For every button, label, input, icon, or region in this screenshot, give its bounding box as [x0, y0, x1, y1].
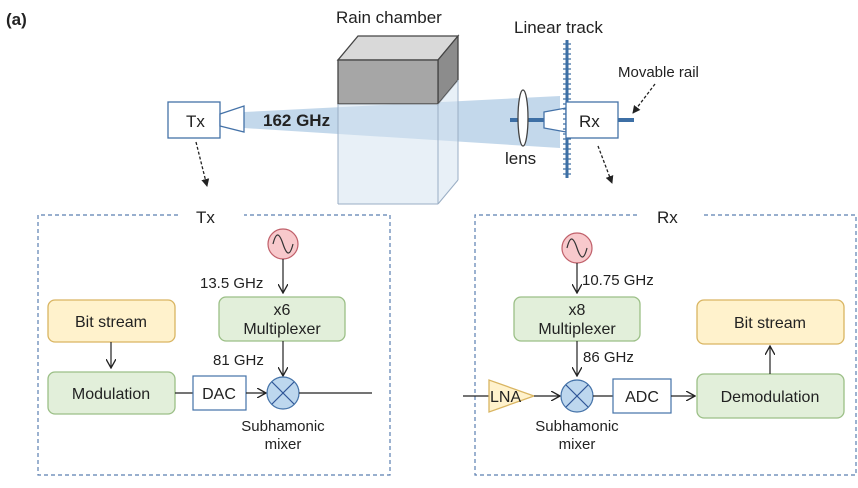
- panel-label: (a): [6, 10, 27, 29]
- tx-lo-freq: 13.5 GHz: [200, 275, 263, 292]
- tx-multiplier-label-2: Multiplexer: [243, 321, 321, 338]
- tx-panel: Tx 13.5 GHz x6 Multiplexer 81 GHz Bit st…: [37, 208, 391, 476]
- tx-bit-stream-label: Bit stream: [75, 314, 147, 331]
- rx-horn: [543, 107, 567, 133]
- tx-panel-title: Tx: [196, 208, 215, 227]
- tx-modulation-label: Modulation: [72, 386, 150, 403]
- rx-multiplier-label-1: x8: [569, 302, 586, 319]
- tx-dac-label: DAC: [202, 386, 236, 403]
- rx-rf-freq: 86 GHz: [583, 349, 634, 366]
- movable-rail-arrow: [632, 83, 656, 114]
- tx-horn: [219, 105, 245, 133]
- rx-lna-triangle: [488, 379, 536, 413]
- tx-multiplier-label-1: x6: [274, 302, 291, 319]
- rx-mixer-label-1: Subhamonic: [535, 418, 619, 435]
- rx-lna-label: LNA: [490, 389, 521, 406]
- rx-mixer-label-2: mixer: [559, 436, 596, 453]
- rx-adc-label: ADC: [625, 389, 659, 406]
- rx-demodulation-label: Demodulation: [721, 389, 820, 406]
- lens: [517, 89, 529, 147]
- tx-oscillator-icon: [267, 228, 299, 260]
- tx-multiplier-box: [218, 296, 346, 342]
- rx-panel: Rx 10.75 GHz x8 Multiplexer 86 GHz LNA S…: [463, 208, 857, 476]
- rx-mixer-icon: [560, 379, 594, 413]
- lens-label: lens: [505, 149, 536, 168]
- rx-lo-freq: 10.75 GHz: [582, 272, 654, 289]
- tx-label: Tx: [186, 112, 205, 131]
- tx-mixer-label-2: mixer: [265, 436, 302, 453]
- rx-pointer-arrow: [597, 145, 614, 184]
- rx-bit-stream-label: Bit stream: [734, 315, 806, 332]
- rx-bit-stream-box: [696, 299, 845, 345]
- linear-track-label: Linear track: [514, 18, 603, 37]
- tx-mixer-label-1: Subhamonic: [241, 418, 325, 435]
- rain-chamber-label: Rain chamber: [336, 8, 442, 27]
- frequency-label: 162 GHz: [263, 111, 330, 130]
- rx-panel-title: Rx: [657, 208, 678, 227]
- movable-rail-label: Movable rail: [618, 64, 699, 81]
- tx-pointer-arrow: [195, 141, 210, 187]
- tx-rf-freq: 81 GHz: [213, 352, 264, 369]
- rx-multiplier-label-2: Multiplexer: [538, 321, 616, 338]
- rx-oscillator-icon: [561, 232, 593, 264]
- rx-label: Rx: [579, 112, 600, 131]
- rain-chamber: [336, 34, 460, 205]
- tx-mixer-icon: [266, 376, 300, 410]
- rx-adc-box: [612, 378, 672, 414]
- tx-dac-box: [192, 375, 247, 411]
